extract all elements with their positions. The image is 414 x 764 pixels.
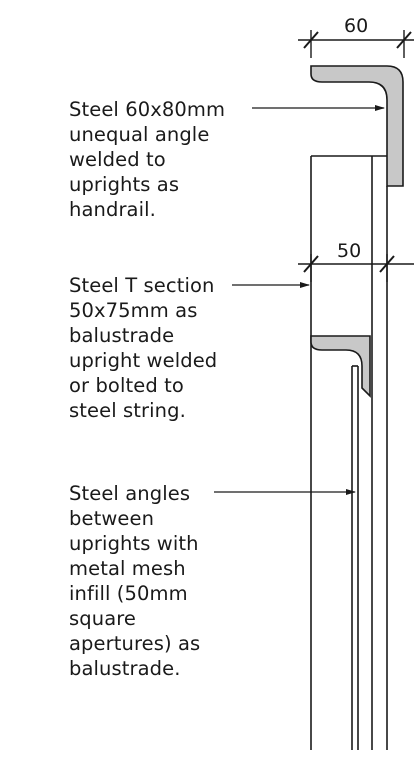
note-infill: Steel angles between uprights with metal… [69, 482, 201, 680]
dimension-upright [298, 254, 414, 282]
infill-angle-section [310, 335, 371, 398]
note-upright: Steel T section 50x75mm as balustrade up… [69, 274, 218, 422]
note-handrail: Steel 60x80mm unequal angle welded to up… [69, 98, 226, 221]
dimension-upright-value: 50 [337, 240, 362, 262]
dimension-handrail [298, 30, 414, 58]
handrail-angle-section [310, 65, 404, 187]
mesh-infill [351, 365, 359, 750]
dimension-handrail-value: 60 [344, 15, 369, 37]
